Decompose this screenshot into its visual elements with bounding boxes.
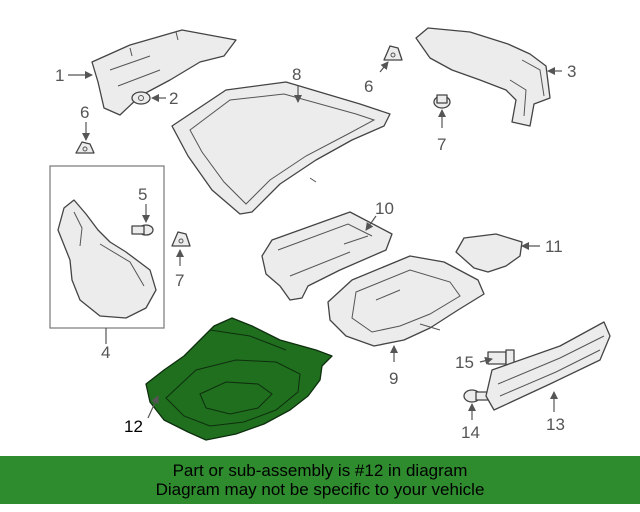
banner-line-2: Diagram may not be specific to your vehi…: [155, 480, 485, 499]
part-9-tray[interactable]: [327, 255, 485, 347]
callout-7-left: 7: [175, 271, 184, 290]
callout-15: 15: [455, 353, 474, 372]
part-5-bolt[interactable]: [131, 224, 154, 236]
part-12-spare-tire-cover[interactable]: [145, 317, 333, 441]
part-11-filler[interactable]: [455, 233, 523, 273]
part-6-clip-right[interactable]: [383, 45, 403, 61]
banner-line-1: Part or sub-assembly is #12 in diagram: [172, 461, 468, 480]
part-4-panel-assembly[interactable]: [49, 165, 165, 329]
part-8-trunk-mat[interactable]: [171, 81, 391, 215]
callout-13: 13: [546, 415, 565, 434]
callout-3: 3: [567, 62, 576, 81]
callout-14: 14: [461, 423, 480, 442]
callout-5: 5: [138, 185, 147, 204]
part-6-clip-left[interactable]: [75, 141, 95, 154]
callout-8: 8: [292, 65, 301, 84]
callout-9: 9: [389, 369, 398, 388]
callout-2: 2: [169, 89, 178, 108]
callout-6-left: 6: [80, 103, 89, 122]
part-2-clip[interactable]: [131, 91, 151, 105]
callout-10: 10: [375, 199, 394, 218]
part-7-clip-left[interactable]: [171, 231, 191, 247]
callout-11: 11: [545, 237, 563, 256]
leader-lines: [68, 61, 562, 420]
part-13-sill-plate[interactable]: [485, 321, 611, 411]
info-banner: Part or sub-assembly is #12 in diagram D…: [0, 456, 640, 504]
parts-diagram: 1 2 3 4 5 6 6 7 7 8 9 10 11 12 13 14 15: [49, 27, 611, 442]
callout-7-right: 7: [437, 135, 446, 154]
callout-4: 4: [101, 343, 110, 362]
callout-12: 12: [124, 417, 143, 436]
callout-1: 1: [55, 66, 64, 85]
part-1-bracket[interactable]: [91, 29, 237, 116]
part-14-screw[interactable]: [463, 389, 491, 403]
part-3-trim-panel[interactable]: [415, 27, 551, 127]
part-7-fastener-right[interactable]: [433, 94, 451, 109]
callout-6-right: 6: [364, 77, 373, 96]
part-10-cover[interactable]: [261, 211, 393, 301]
